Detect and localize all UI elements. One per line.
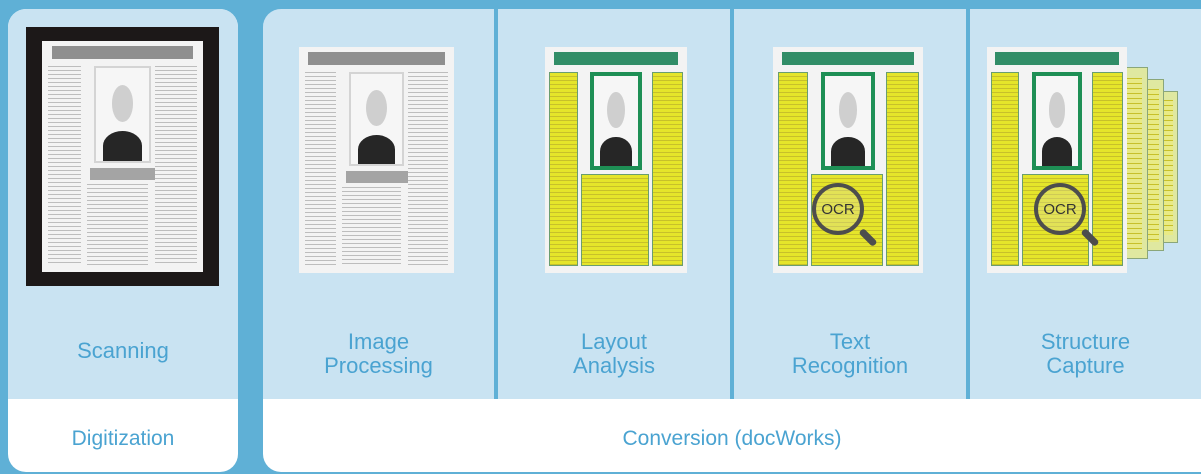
processed-page-thumbnail	[299, 47, 454, 273]
group-label-conversion: Conversion (docWorks)	[622, 427, 842, 450]
scanned-newspaper-page	[42, 41, 203, 272]
stage-label-scanning: Scanning	[77, 338, 169, 363]
stage-text-recognition: OCR Text Recognition	[734, 9, 966, 399]
ocr-page-thumbnail	[773, 47, 923, 273]
stage-layout-analysis: Layout Analysis	[498, 9, 730, 399]
stage-label-text-recognition: Text Recognition	[791, 329, 909, 378]
stage-label-structure-capture: Structure Capture	[1040, 329, 1131, 378]
scanning-stage: Scanning	[8, 9, 238, 399]
ocr-magnifier-icon: OCR	[812, 183, 878, 248]
scanner-frame	[26, 27, 219, 286]
layout-page-thumbnail	[545, 47, 687, 273]
digitization-panel: Scanning Digitization	[8, 9, 238, 472]
stage-image-processing: Image Processing	[263, 9, 494, 399]
stage-label-image-processing: Image Processing	[324, 329, 433, 378]
ocr-magnifier-icon: OCR	[1034, 183, 1100, 248]
conversion-panel: Image Processing Layout Analysis	[263, 9, 1201, 472]
stage-label-layout-analysis: Layout Analysis	[573, 329, 655, 378]
structured-page-thumbnail	[987, 47, 1127, 273]
group-label-digitization: Digitization	[71, 427, 175, 450]
conversion-stages: Image Processing Layout Analysis	[263, 9, 1201, 399]
portrait-image	[93, 66, 152, 163]
stage-structure-capture: OCR Structure Capture	[970, 9, 1201, 399]
